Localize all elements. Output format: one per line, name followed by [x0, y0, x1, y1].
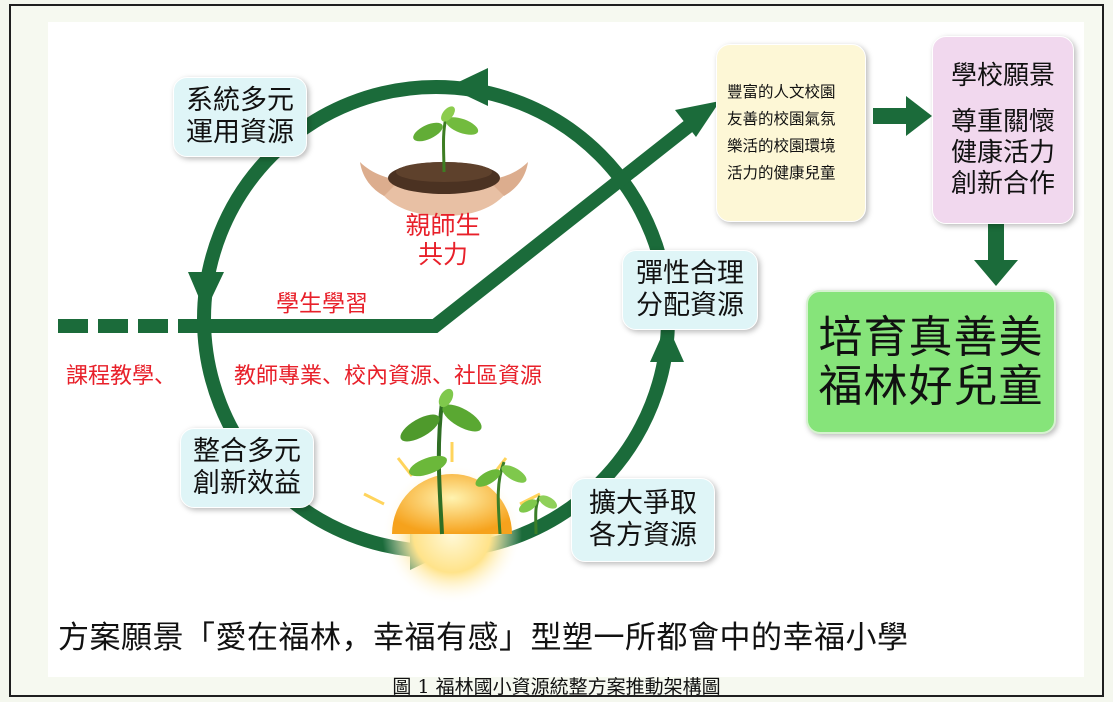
outcome-item: 豐富的人文校園: [727, 82, 836, 101]
outcome-item: 活力的健康兒童: [727, 164, 836, 183]
vision-item: 健康活力: [950, 138, 1055, 168]
dash-3: [138, 319, 168, 333]
dash-1: [58, 319, 88, 333]
outcome-vision-shaft: [873, 108, 909, 124]
center-label-line-2: 共力: [417, 239, 468, 269]
cycle-label-right: 彈性合理 分配資源: [622, 250, 758, 330]
cycle-label-top-left-line-2: 運用資源: [186, 117, 294, 148]
cycle-label-top-left-line-1: 系統多元: [186, 85, 294, 117]
outcome-item: 樂活的校園環境: [727, 137, 836, 155]
dash-4: [178, 319, 208, 333]
cycle-label-bottom-left-line-1: 整合多元: [193, 436, 301, 468]
cycle-label-bottom-right-line-2: 各方資源: [589, 520, 697, 551]
ring-arrowhead-top: [448, 68, 488, 106]
cycle-label-bottom-left: 整合多元 創新效益: [180, 428, 314, 508]
cycle-label-bottom-right: 擴大爭取 各方資源: [571, 478, 715, 562]
vision-box: 學校願景 尊重關懷 健康活力 創新合作: [932, 36, 1074, 224]
diagram-canvas: 系統多元 運用資源 彈性合理 分配資源 整合多元 創新效益 擴大爭取 各方資源 …: [48, 22, 1084, 677]
goal-line-2: 福林好兒童: [818, 361, 1044, 412]
seedling-hands-image: [360, 106, 528, 216]
cycle-label-bottom-right-line-1: 擴大爭取: [589, 488, 697, 520]
vision-banner: 方案願景「愛在福林，幸福有感」型塑一所都會中的幸福小學: [58, 620, 909, 656]
resource-line-left: 課程教學、: [66, 364, 177, 389]
outcomes-box: 豐富的人文校園 友善的校園氣氛 樂活的校園環境 活力的健康兒童: [716, 44, 866, 222]
figure-caption: 圖 1 福林國小資源統整方案推動架構圖: [392, 676, 721, 698]
learning-arrowhead: [675, 101, 720, 137]
cycle-label-top-left: 系統多元 運用資源: [173, 77, 307, 157]
dash-2: [98, 319, 128, 333]
arrow-label: 學生學習: [276, 291, 368, 317]
vision-item: 尊重關懷: [950, 107, 1055, 138]
goal-line-1: 培育真善美: [818, 311, 1044, 363]
center-label-line-1: 親師生: [405, 211, 481, 240]
ring-arrowhead-right: [650, 324, 684, 362]
goal-box: 培育真善美 福林好兒童: [806, 290, 1056, 434]
vision-goal-arrowhead: [974, 260, 1018, 286]
vision-item: 創新合作: [950, 168, 1055, 199]
outcome-vision-arrowhead: [906, 96, 932, 136]
cycle-label-right-line-2: 分配資源: [636, 290, 744, 321]
outcome-item: 友善的校園氣氛: [727, 109, 836, 128]
center-label: 親師生 共力: [398, 211, 488, 270]
diagram-art: [58, 68, 1018, 604]
vision-title: 學校願景: [950, 60, 1055, 91]
ring-arrowhead-left: [188, 272, 224, 312]
cycle-label-bottom-left-line-2: 創新效益: [193, 468, 301, 499]
cycle-label-right-line-1: 彈性合理: [636, 258, 744, 290]
learning-arrow: [208, 115, 700, 333]
vision-goal-shaft: [988, 222, 1004, 264]
sunrise-plants-image: [363, 388, 558, 604]
resource-line-right: 教師專業、校內資源、社區資源: [234, 364, 543, 389]
